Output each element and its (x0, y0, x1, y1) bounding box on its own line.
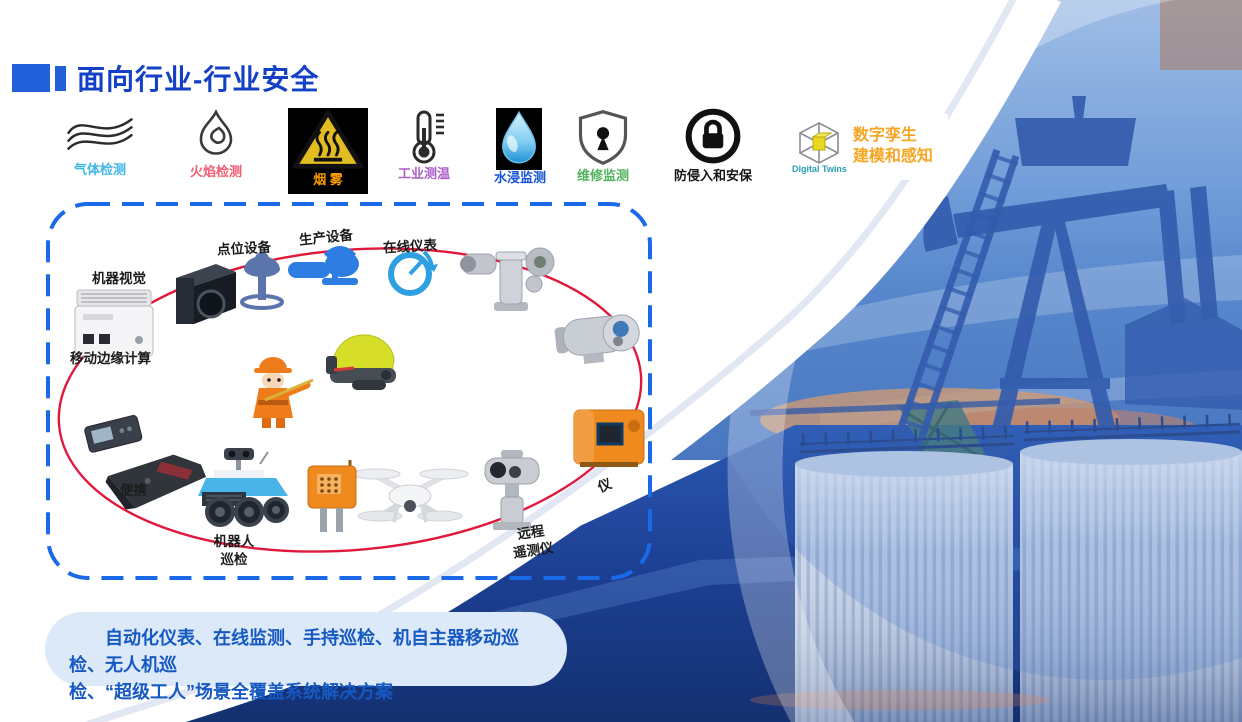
capability-gas-detection: 气体检测 (50, 108, 150, 194)
capability-label-water: 水浸监测 (493, 170, 546, 185)
capability-label: 烟 雾 (313, 172, 343, 187)
digital-twin-caption: Digital Twins (792, 164, 847, 174)
photo-tanks (750, 413, 1242, 722)
online-gauge (388, 250, 438, 296)
photo-mast (876, 148, 1020, 496)
capability-digital-twin: Digital Twins 数字孪生 建模和感知 (786, 114, 948, 180)
machine-vision-camera (176, 264, 236, 324)
quadcopter-drone (351, 468, 469, 523)
label-point-device: 点位设备 (216, 239, 272, 258)
capability-water-detection (496, 108, 542, 170)
capability-intrusion-security: 防侵入和安保 (668, 108, 758, 194)
lock-circle-icon (685, 108, 741, 164)
smart-helmet (326, 334, 396, 390)
fixed-gas-detector (307, 460, 357, 532)
page-title: 面向行业-行业安全 (77, 64, 320, 95)
handheld-terminal (105, 454, 207, 510)
capability-smoke: 烟 雾 (288, 108, 368, 194)
capability-label: 火焰检测 (189, 164, 242, 179)
capability-label: 维修监测 (576, 168, 629, 183)
capability-industrial-thermometry: 工业测温 (388, 108, 460, 194)
stainless-bullet-camera (554, 314, 640, 364)
production-equipment (288, 246, 359, 285)
label-portable: 便携 (120, 483, 147, 498)
photo-pumpjack (923, 96, 1242, 470)
capability-flame-detection: 火焰检测 (176, 108, 256, 194)
water-drop-icon (502, 110, 536, 164)
thermometer-icon (412, 110, 444, 164)
digital-twin-cube-icon: Digital Twins (792, 120, 847, 174)
laser-telemetry-device (573, 409, 645, 467)
smoke-warning-triangle-icon (292, 110, 364, 169)
portable-meter (84, 415, 143, 453)
dashed-boundary-box (46, 202, 652, 580)
shield-keyhole-icon (578, 110, 628, 165)
summary-pill: 自动化仪表、在线监测、手持巡检、机自主器移动巡检、无人机巡 检、“超级工人”场景… (45, 612, 567, 702)
title-accent-block (12, 64, 50, 92)
label-mobile-edge-computing: 移动边缘计算 (70, 351, 151, 366)
capability-label: 防侵入和安保 (673, 168, 752, 183)
worker-mascot (253, 357, 314, 428)
capability-label: 气体检测 (73, 162, 126, 177)
label-robot-inspection: 机器人 巡检 (213, 534, 255, 567)
explosion-proof-ptz-camera (460, 247, 555, 311)
flame-icon (199, 108, 233, 155)
label-machine-vision: 机器视觉 (92, 271, 146, 286)
capability-label: 工业测温 (397, 166, 450, 181)
inspection-robot (198, 448, 289, 527)
title-accent-bar (55, 66, 66, 91)
label-online-instrument: 在线仪表 (382, 237, 438, 256)
edge-computer (74, 289, 154, 357)
gas-waves-icon (67, 118, 133, 150)
ptz-speed-camera (484, 450, 540, 530)
point-position-device (240, 252, 284, 310)
capability-label: 数字孪生 建模和感知 (852, 127, 933, 165)
capability-maintenance-monitoring: 维修监测 (560, 108, 646, 194)
